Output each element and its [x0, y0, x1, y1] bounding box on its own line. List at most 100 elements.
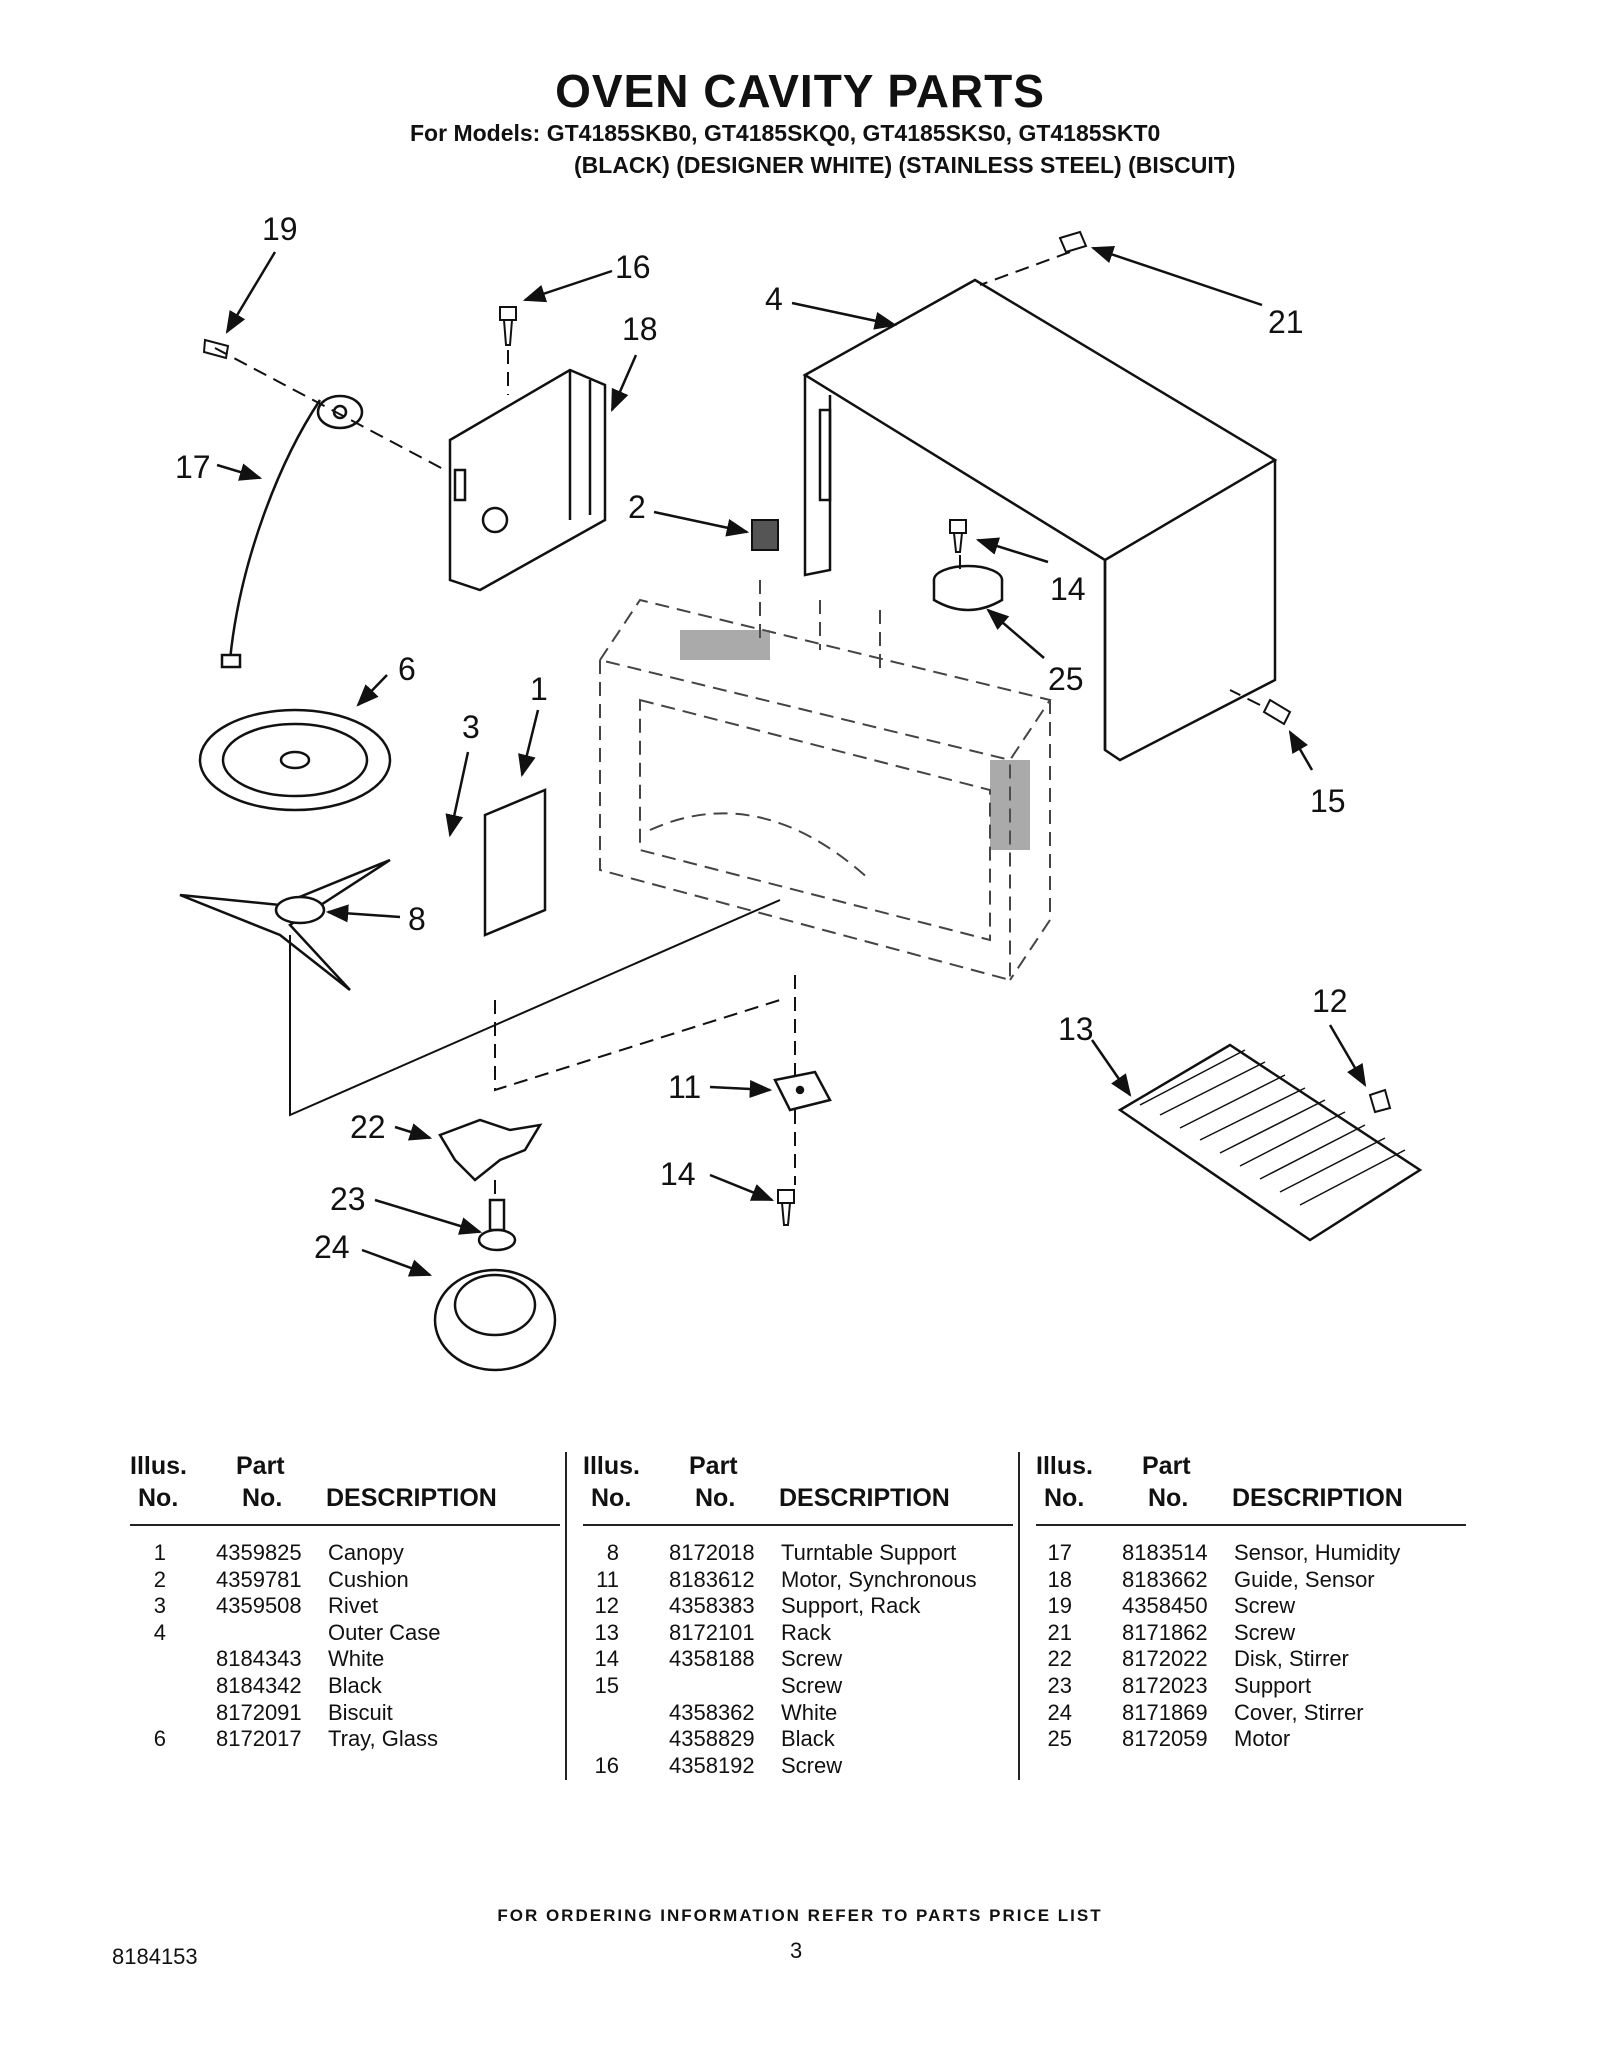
- part-description: Rivet: [328, 1593, 379, 1619]
- part-description: Black: [328, 1672, 382, 1698]
- callout-12: 12: [1312, 983, 1348, 1019]
- illus-number: 6: [153, 1726, 166, 1752]
- part-description: White: [781, 1699, 838, 1725]
- page-title: OVEN CAVITY PARTS: [555, 65, 1045, 117]
- colors-line: (BLACK) (DESIGNER WHITE) (STAINLESS STEE…: [574, 152, 1236, 178]
- callout-6: 6: [398, 651, 416, 687]
- callout-18: 18: [622, 311, 658, 347]
- illus-number: 11: [596, 1566, 619, 1592]
- canopy-plate-part: [483, 788, 547, 937]
- assembly-guide-lines: [214, 251, 1261, 1195]
- part-description: Motor: [1234, 1726, 1291, 1752]
- callout-22: 22: [350, 1109, 386, 1145]
- part-number: 4358829: [669, 1726, 755, 1752]
- part-description: Support, Rack: [781, 1593, 921, 1619]
- page-number: 3: [790, 1938, 803, 1963]
- callout-13: 13: [1058, 1011, 1094, 1047]
- table-row: 2 4359781 Cushion: [130, 1567, 560, 1594]
- cushion-part: [751, 519, 779, 551]
- part-number: 8172059: [1122, 1726, 1208, 1752]
- part-number: 8183612: [669, 1566, 755, 1592]
- callout-15: 15: [1310, 783, 1346, 819]
- callout-19: 19: [262, 211, 298, 247]
- part-description: Screw: [1234, 1593, 1296, 1619]
- exploded-parts-diagram: 19 16 18 4 21 17 2 14 25 6 3 1 15 8 12 1…: [175, 211, 1423, 1372]
- part-description: White: [328, 1646, 385, 1672]
- illus-number: 15: [594, 1672, 619, 1698]
- table-row: 11 8183612 Motor, Synchronous: [583, 1567, 1013, 1594]
- document-number: 8184153: [112, 1944, 198, 1969]
- part-number: 4358383: [669, 1593, 755, 1619]
- solid-guide-lines: [289, 899, 781, 1117]
- illus-number: 2: [153, 1566, 166, 1592]
- synchronous-motor-part: [773, 1070, 832, 1112]
- table-row: 12 4358383 Support, Rack: [583, 1593, 1013, 1620]
- oven-cavity-outline: [598, 580, 1052, 982]
- callout-arrows: [216, 245, 1367, 1277]
- part-number: 8184342: [216, 1672, 302, 1698]
- part-number: 8183514: [1122, 1540, 1208, 1565]
- illus-number: 3: [153, 1593, 166, 1619]
- table-row: 3 4359508 Rivet: [130, 1593, 560, 1620]
- illus-number: 16: [594, 1752, 619, 1778]
- part-description: Canopy: [328, 1540, 404, 1565]
- table-row: 4358362 White: [583, 1700, 1013, 1727]
- illus-number: 12: [594, 1593, 619, 1619]
- callout-25: 25: [1048, 661, 1084, 697]
- part-number: 4359508: [216, 1593, 302, 1619]
- part-number: 4358362: [669, 1699, 755, 1725]
- humidity-sensor-part: [220, 394, 364, 669]
- callout-24: 24: [314, 1229, 350, 1265]
- part-description: Guide, Sensor: [1234, 1566, 1375, 1592]
- illus-number: 1: [153, 1540, 166, 1565]
- part-description: Cover, Stirrer: [1234, 1699, 1364, 1725]
- illus-number: 17: [1047, 1540, 1072, 1565]
- illus-number: 19: [1047, 1593, 1072, 1619]
- parts-header: Illus. No. Part No. DESCRIPTION: [583, 1450, 1013, 1526]
- part-number: 4358192: [669, 1752, 755, 1778]
- illus-number: 22: [1047, 1646, 1072, 1672]
- part-number: 8183662: [1122, 1566, 1208, 1592]
- table-row: 8184342 Black: [130, 1673, 560, 1700]
- models-line: For Models: GT4185SKB0, GT4185SKQ0, GT41…: [410, 120, 1161, 146]
- part-number: 8171862: [1122, 1619, 1208, 1645]
- part-number: 8172018: [669, 1540, 755, 1565]
- part-description: Turntable Support: [781, 1540, 957, 1565]
- part-number: 8172023: [1122, 1672, 1208, 1698]
- canopy-part: [802, 278, 1278, 762]
- part-number: 4359781: [216, 1566, 302, 1592]
- callout-23: 23: [330, 1181, 366, 1217]
- illus-number: 24: [1047, 1699, 1072, 1725]
- motor-part: [932, 564, 1004, 612]
- part-description: Cushion: [328, 1566, 409, 1592]
- callout-16: 16: [615, 249, 651, 285]
- illus-number: 4: [153, 1619, 166, 1645]
- part-description: Disk, Stirrer: [1234, 1646, 1349, 1672]
- illus-number: 23: [1047, 1672, 1072, 1698]
- part-description: Motor, Synchronous: [781, 1566, 977, 1592]
- parts-header: Illus. No. Part No. DESCRIPTION: [130, 1450, 560, 1526]
- part-description: Screw: [781, 1752, 843, 1778]
- part-description: Tray, Glass: [328, 1726, 439, 1752]
- part-number: 8172017: [216, 1726, 302, 1752]
- illus-number: 13: [594, 1619, 619, 1645]
- parts-header: Illus. No. Part No. DESCRIPTION: [1036, 1450, 1466, 1526]
- part-description: Black: [781, 1726, 835, 1752]
- stirrer-assembly: [433, 1118, 557, 1372]
- parts-column-3: Illus. No. Part No. DESCRIPTION 17 818351…: [1036, 1450, 1466, 1753]
- callout-14a: 14: [1050, 571, 1086, 607]
